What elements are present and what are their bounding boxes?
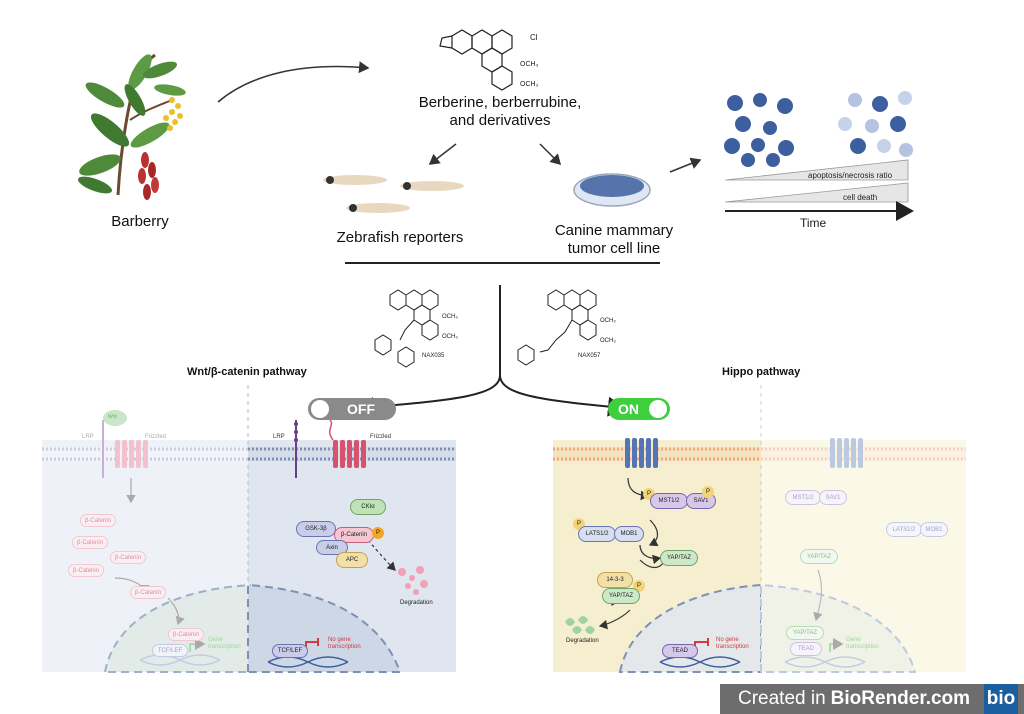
wnt-ligand: [103, 410, 127, 426]
on-toggle: ON: [608, 398, 670, 420]
biorender-brand-name: BioRender.com: [830, 688, 971, 709]
arrow-to-off: [356, 285, 501, 417]
beta-catenin-pill: β-Catenin: [80, 514, 116, 527]
sav-pill-faded: SAV1: [819, 490, 847, 505]
beta-catenin-pill-nuclear: β-Catenin: [168, 628, 204, 641]
beta-catenin-pill: β-Catenin: [68, 564, 104, 577]
chloride-label: Cl: [530, 33, 538, 42]
wnt-ligand-label: Wnt: [108, 414, 117, 420]
nax057-methoxy-1: OCH₃: [600, 318, 616, 324]
biorender-banner[interactable]: Created in BioRender.com bio: [720, 684, 1024, 714]
degradation-label-hippo: Degradation: [566, 638, 599, 644]
no-gene-transcription-label-hippo: No gene transcription: [716, 637, 749, 650]
lats-pill-faded: LATS1/2: [886, 522, 922, 537]
membrane-hippo-faded: [761, 447, 966, 461]
mob-pill: MOB1: [614, 526, 644, 542]
nax057-structure: [517, 289, 597, 366]
off-toggle-knob: [311, 400, 329, 418]
gsk3b-pill: GSK-3β: [296, 521, 336, 537]
beta-catenin-pill: β-Catenin: [130, 586, 166, 599]
frizzled-label: Frizzled: [370, 434, 392, 440]
mst-pill-faded: MST1/2: [785, 490, 821, 505]
mob-pill-faded: MOB1: [920, 522, 948, 537]
arrow-to-cell-death: [669, 157, 702, 173]
beta-catenin-pill: β-Catenin: [110, 551, 146, 564]
lrp-label: LRP: [273, 434, 285, 440]
arrow-to-on: [499, 374, 626, 417]
frizzled-receptor-off: [333, 440, 366, 468]
canine-label: Canine mammary tumor cell line: [554, 222, 674, 257]
wnt-pathway-title: Wnt/β-catenin pathway: [187, 366, 307, 378]
cell-death-wedge: [724, 182, 909, 203]
lats-pill: LATS1/2: [578, 526, 616, 542]
nucleus-hippo-on: [618, 583, 762, 673]
cell-death-label: cell death: [843, 193, 878, 202]
off-toggle: OFF: [308, 398, 396, 420]
apoptosis-label: apoptosis/necrosis ratio: [808, 171, 893, 180]
tcf-lef-pill: TCF/LEF: [272, 644, 308, 658]
yap-taz-pill-faded: YAP/TAZ: [800, 549, 838, 564]
fading-cells-cluster: [838, 91, 913, 157]
created-in-label: Created in: [738, 688, 826, 709]
gene-transcription-label-hippo: Gene transcription: [846, 637, 879, 650]
axin-pill: Axin: [316, 540, 348, 555]
nax057-label: NAX057: [578, 353, 601, 359]
hippo-pathway-title: Hippo pathway: [722, 366, 801, 378]
nax057-methoxy-2: OCH₃: [600, 338, 616, 344]
nucleus-wnt-off: [247, 583, 402, 673]
phospho-badge-sav: P: [702, 486, 714, 498]
dna-wnt-faded: [139, 654, 221, 666]
arrow-to-zebrafish: [428, 143, 457, 165]
nax035-methoxy-2: OCH₃: [442, 334, 458, 340]
degradation-fragments-hippo: [565, 616, 595, 634]
on-toggle-label: ON: [618, 401, 639, 417]
berberine-structure: [439, 29, 513, 91]
arrow-barberry-to-compounds: [217, 61, 370, 103]
methoxy-label-2: OCH₃: [520, 81, 539, 88]
nax035-structure: [374, 289, 439, 368]
barberry-plant-illustration: [77, 53, 186, 200]
yap-taz-pill-nuclear: YAP/TAZ: [786, 626, 824, 640]
compounds-label: Berberine, berberrubine, and derivatives: [418, 94, 582, 129]
beta-catenin-pill: β-Catenin: [72, 536, 108, 549]
nax035-label: NAX035: [422, 353, 445, 359]
on-toggle-knob: [649, 400, 667, 418]
nax035-methoxy-1: OCH₃: [442, 314, 458, 320]
mst-pill: MST1/2: [650, 493, 688, 509]
tead-pill: TEAD: [662, 644, 698, 658]
yap-taz-pill: YAP/TAZ: [660, 550, 698, 566]
methoxy-label-1: OCH₃: [520, 61, 539, 68]
zebrafish-illustration: [323, 175, 464, 213]
lrp-label-faded: LRP: [82, 434, 94, 440]
nucleus-hippo-faded: [760, 583, 917, 673]
frizzled-label-faded: Frizzled: [145, 434, 167, 440]
zebrafish-label: Zebrafish reporters: [336, 229, 464, 246]
degradation-label-wnt: Degradation: [400, 600, 433, 606]
off-toggle-label: OFF: [347, 401, 375, 417]
tcf-lef-pill-faded: TCF/LEF: [152, 644, 188, 657]
no-gene-transcription-label-wnt: No gene transcription: [328, 637, 361, 650]
degradation-fragments-wnt: [398, 566, 428, 595]
arrow-to-cell-line: [539, 143, 562, 166]
hippo-receptor-on: [625, 438, 658, 468]
tead-pill-faded: TEAD: [790, 642, 822, 656]
ck1a-pill: CKIα: [350, 499, 386, 515]
frizzled-receptor-faded: [115, 440, 148, 468]
p1433-pill: 14-3-3: [597, 572, 633, 588]
yap-taz-pill-bound: YAP/TAZ: [602, 588, 640, 604]
gene-transcription-label-wnt: Gene transcription: [208, 637, 241, 650]
apoptosis-ratio-wedge: [724, 159, 909, 181]
barberry-label: Barberry: [111, 213, 169, 230]
hippo-receptor-faded: [830, 438, 863, 468]
time-label: Time: [800, 216, 827, 230]
dna-hippo-faded: [784, 656, 866, 668]
petri-dish-illustration: [573, 173, 651, 207]
dark-cells-cluster: [724, 93, 794, 167]
phospho-badge: P: [372, 527, 384, 539]
apc-pill: APC: [336, 552, 368, 568]
biorender-logo-icon: bio: [984, 684, 1019, 714]
